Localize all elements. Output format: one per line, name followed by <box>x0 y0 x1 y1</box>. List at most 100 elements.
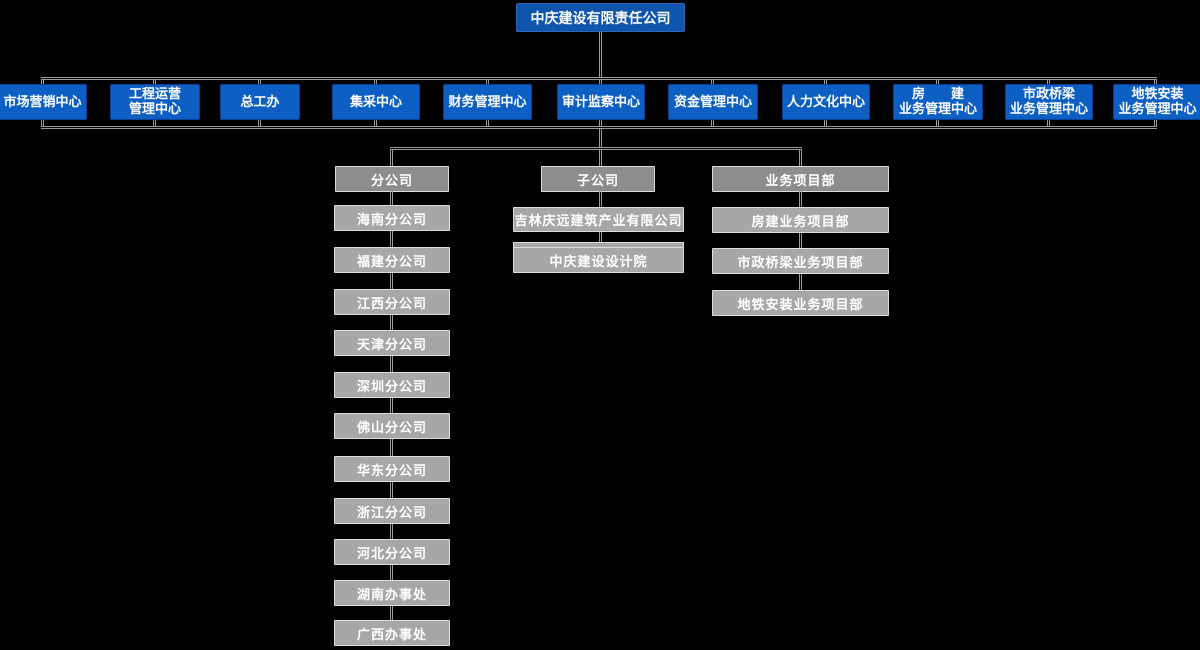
branch-label: 天津分公司 <box>356 337 427 353</box>
connector-stub <box>711 79 714 85</box>
dept-label: 总工办 <box>240 94 280 110</box>
branch-shenzhen: 深圳分公司 <box>334 372 450 398</box>
connector-stub <box>936 79 939 85</box>
branch-hainan: 海南分公司 <box>334 205 450 231</box>
dept-housing-construction-center: 房 建业务管理中心 <box>893 84 983 120</box>
dept-audit-supervision-center: 审计监察中心 <box>557 84 645 120</box>
branch-foshan: 佛山分公司 <box>334 413 450 439</box>
connector-stub <box>390 605 393 621</box>
connector-stub <box>711 119 714 127</box>
dept-label: 集采中心 <box>349 94 402 110</box>
connector-stub <box>486 79 489 85</box>
connector-stub <box>1154 119 1157 127</box>
connector-stub <box>824 79 827 85</box>
project-label: 地铁安装业务项目部 <box>737 297 864 313</box>
dept-label: 业务管理中心 <box>1009 102 1088 117</box>
branch-tianjin: 天津分公司 <box>334 330 450 356</box>
branch-label: 江西分公司 <box>356 296 427 312</box>
connector-stub <box>390 564 393 581</box>
branch-label: 浙江分公司 <box>356 505 427 521</box>
project-label: 房建业务项目部 <box>751 214 850 230</box>
project-housing: 房建业务项目部 <box>712 207 889 233</box>
connector-stub <box>599 149 602 167</box>
connector-stub <box>390 355 393 373</box>
dept-procurement-center: 集采中心 <box>332 84 420 120</box>
dept-capital-management-center: 资金管理中心 <box>668 84 758 120</box>
connector-stub <box>374 79 377 85</box>
connector-stub <box>390 523 393 540</box>
dept-label: 管理中心 <box>128 102 181 117</box>
dept-label: 房 建 <box>911 87 964 102</box>
subsidiary-jilin-qingyuan: 吉林庆远建筑产业有限公司 <box>513 207 684 232</box>
subsidiary-design-institute: 中庆建设设计院 <box>513 247 684 273</box>
connector-stub <box>390 230 393 248</box>
branch-label: 湖南办事处 <box>356 587 427 603</box>
connector-stub <box>799 232 802 249</box>
connector-stub <box>41 79 44 85</box>
branch-label: 福建分公司 <box>356 254 427 270</box>
dept-label: 业务管理中心 <box>1118 102 1197 117</box>
group-header-subsidiaries: 子公司 <box>541 166 655 192</box>
dept-label: 市政桥梁 <box>1022 87 1075 102</box>
dept-metro-installation-center: 地铁安装业务管理中心 <box>1113 84 1200 120</box>
connector-stub <box>374 119 377 127</box>
dept-label: 财务管理中心 <box>448 94 527 110</box>
connector-stub <box>153 119 156 127</box>
dept-label: 市场营销中心 <box>3 94 82 110</box>
group-header-branches: 分公司 <box>335 166 449 192</box>
branch-label: 华东分公司 <box>356 463 427 479</box>
dept-label: 工程运营 <box>128 87 181 102</box>
subsidiary-label: 吉林庆远建筑产业有限公司 <box>514 214 683 229</box>
connector-stub <box>390 272 393 290</box>
connector-stub <box>1047 79 1050 85</box>
connector-stub <box>599 191 602 208</box>
connector-stub <box>799 273 802 291</box>
branch-label: 深圳分公司 <box>356 379 427 395</box>
office-hunan: 湖南办事处 <box>334 580 450 606</box>
root-company-box: 中庆建设有限责任公司 <box>516 3 685 32</box>
connector-stub <box>486 119 489 127</box>
branch-zhejiang: 浙江分公司 <box>334 498 450 524</box>
group-header-label: 分公司 <box>370 173 413 189</box>
connector-stub <box>390 481 393 499</box>
branch-label: 佛山分公司 <box>356 420 427 436</box>
connector-distributor <box>390 147 802 150</box>
branch-hebei: 河北分公司 <box>334 539 450 565</box>
project-metro-installation: 地铁安装业务项目部 <box>712 290 889 316</box>
project-label: 市政桥梁业务项目部 <box>737 255 864 271</box>
connector-stub <box>599 79 602 85</box>
connector-stub <box>41 119 44 127</box>
connector-stub <box>599 230 602 248</box>
connector-stub <box>799 149 802 167</box>
dept-marketing-center: 市场营销中心 <box>0 84 87 120</box>
connector-center-drop <box>599 128 602 148</box>
dept-label: 业务管理中心 <box>898 102 977 117</box>
dept-chief-engineer-office: 总工办 <box>220 84 300 120</box>
branch-label: 河北分公司 <box>356 546 427 562</box>
connector-stub <box>153 79 156 85</box>
office-guangxi: 广西办事处 <box>334 620 450 646</box>
connector-stub <box>936 119 939 127</box>
branch-huadong: 华东分公司 <box>334 456 450 482</box>
group-header-label: 子公司 <box>576 173 619 189</box>
branch-jiangxi: 江西分公司 <box>334 289 450 315</box>
connector-stub <box>258 79 261 85</box>
connector-stub <box>390 314 393 331</box>
dept-label: 审计监察中心 <box>561 94 640 110</box>
connector-stub <box>390 191 393 206</box>
connector-stub <box>390 438 393 457</box>
connector-root-drop <box>599 31 602 78</box>
dept-hr-culture-center: 人力文化中心 <box>782 84 870 120</box>
connector-stub <box>390 397 393 414</box>
root-company-label: 中庆建设有限责任公司 <box>530 10 671 27</box>
branch-label: 广西办事处 <box>356 627 427 643</box>
dept-label: 人力文化中心 <box>786 94 865 110</box>
connector-stub <box>1047 119 1050 127</box>
branch-fujian: 福建分公司 <box>334 247 450 273</box>
connector-stub <box>390 149 393 167</box>
dept-municipal-bridge-center: 市政桥梁业务管理中心 <box>1005 84 1093 120</box>
connector-stub <box>599 119 602 127</box>
connector-stub <box>258 119 261 127</box>
branch-label: 海南分公司 <box>356 212 427 228</box>
